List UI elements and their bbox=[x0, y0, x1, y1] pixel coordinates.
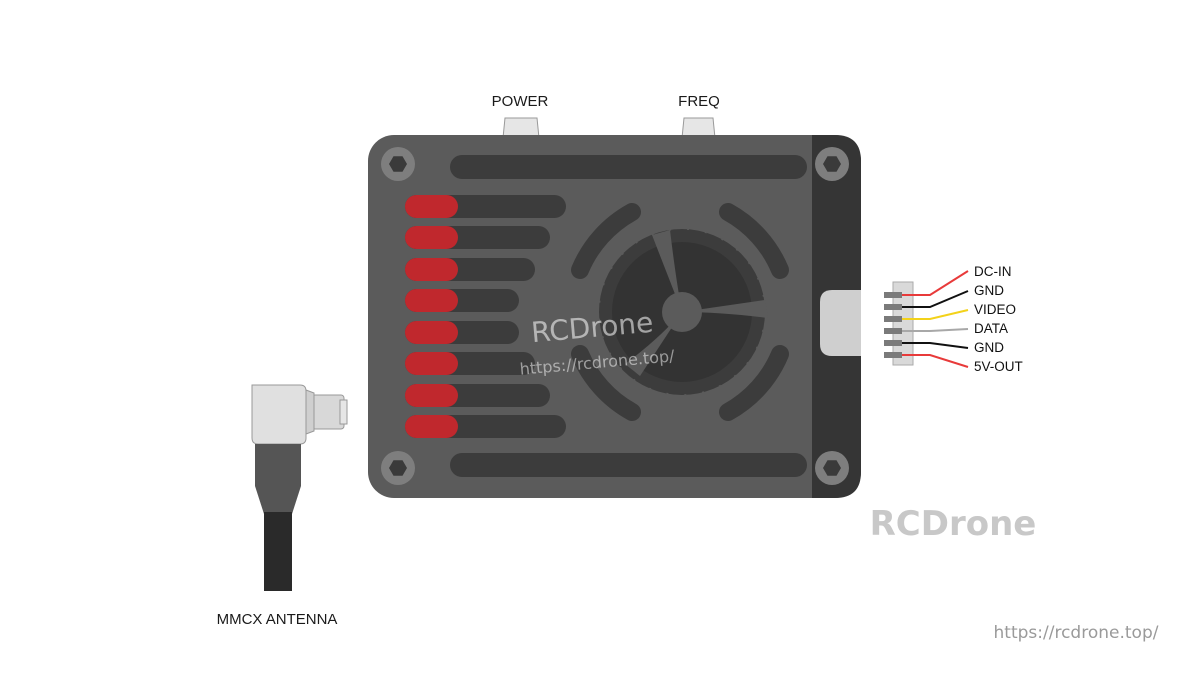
fan-icon bbox=[571, 203, 789, 421]
led-indicator-bar bbox=[405, 258, 535, 281]
screw-icon bbox=[815, 451, 849, 485]
wire-data bbox=[902, 328, 969, 332]
screw-icon bbox=[381, 451, 415, 485]
led-indicator-bar bbox=[405, 226, 550, 249]
bottom-vent-slot bbox=[450, 453, 807, 477]
pin-label-5v-out: 5V-OUT bbox=[974, 359, 1023, 374]
top-vent-slot bbox=[450, 155, 807, 179]
screw-icon bbox=[815, 147, 849, 181]
pin-label-video: VIDEO bbox=[974, 302, 1016, 317]
wire-5v-out bbox=[902, 354, 969, 368]
corner-watermark-url: https://rcdrone.top/ bbox=[994, 623, 1159, 643]
side-connector bbox=[820, 290, 861, 356]
pin-connector bbox=[884, 281, 914, 366]
led-indicator-bar bbox=[405, 321, 519, 344]
pin-label-data: DATA bbox=[974, 321, 1008, 336]
freq-label: FREQ bbox=[678, 93, 720, 110]
led-indicator-bar bbox=[405, 289, 519, 312]
wire-dc-in bbox=[902, 270, 969, 296]
led-indicator-bar bbox=[405, 352, 535, 375]
led-indicator-bar bbox=[405, 384, 550, 407]
mmcx-antenna-connector bbox=[251, 384, 348, 591]
wire-gnd bbox=[902, 290, 969, 308]
pin-label-dc-in: DC-IN bbox=[974, 264, 1012, 279]
pin-label-gnd: GND bbox=[974, 283, 1004, 298]
wire-gnd bbox=[902, 342, 969, 349]
pin-label-gnd: GND bbox=[974, 340, 1004, 355]
power-label: POWER bbox=[492, 93, 549, 110]
wire-video bbox=[902, 309, 969, 320]
led-indicator-bar bbox=[405, 195, 566, 218]
antenna-label: MMCX ANTENNA bbox=[217, 611, 338, 628]
screw-icon bbox=[381, 147, 415, 181]
led-indicator-bar bbox=[405, 415, 566, 438]
corner-watermark-logo: RCDrone bbox=[870, 504, 1037, 544]
